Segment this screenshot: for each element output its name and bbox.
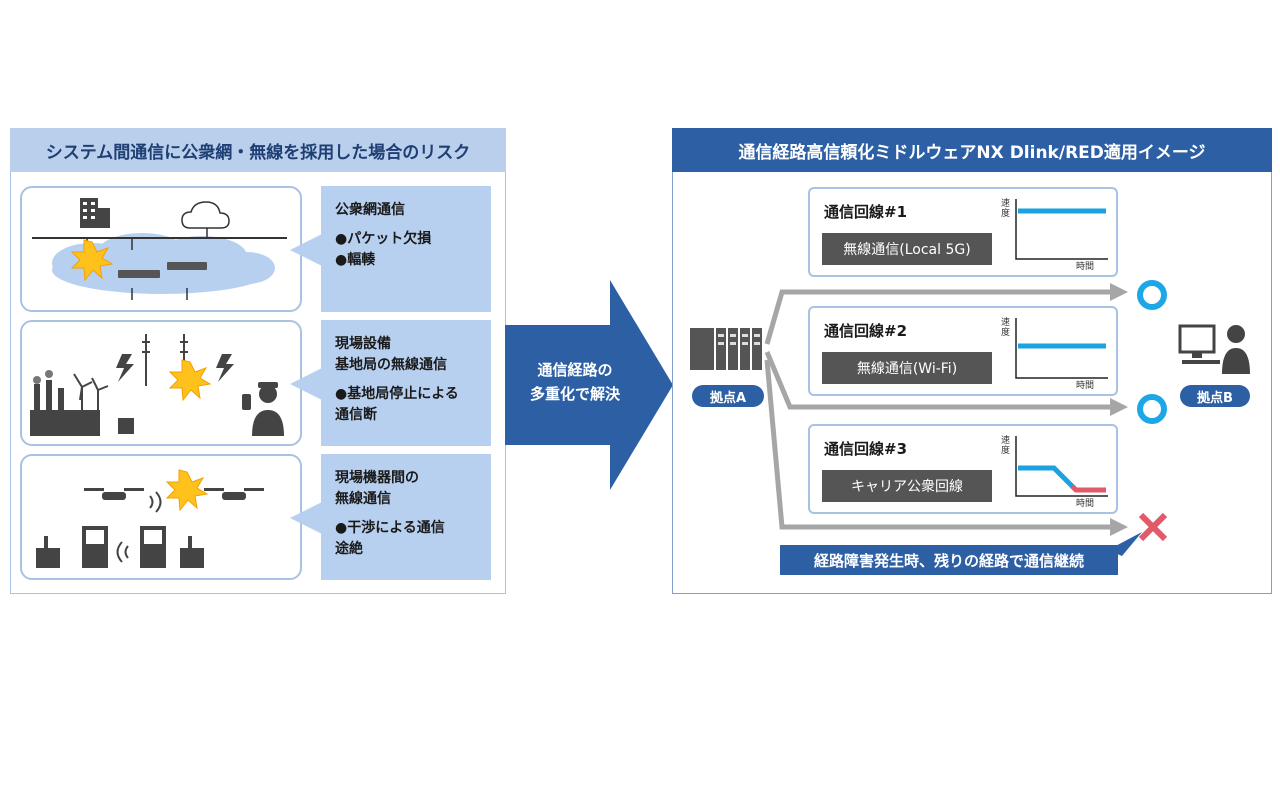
nx-dlink-panel-title: 通信経路高信頼化ミドルウェアNX Dlink/RED適用イメージ bbox=[672, 128, 1272, 172]
internet-cloud-icon bbox=[181, 201, 230, 229]
network-device-icon bbox=[118, 270, 160, 278]
site-a-label: 拠点A bbox=[692, 385, 764, 407]
comm-line-name: 通信回線#2 bbox=[824, 322, 908, 340]
risk-callout-public: 公衆網通信 ●パケット欠損 ●輻輳 bbox=[321, 186, 491, 312]
callout-pointer bbox=[290, 368, 322, 400]
base-station-illustration bbox=[30, 334, 284, 436]
solution-arrow-text: 通信経路の 多重化で解決 bbox=[529, 361, 620, 403]
comm-line-box-3: 通信回線#3 キャリア公衆回線 速 度 時間 bbox=[808, 424, 1118, 514]
comm-line-type: 無線通信(Wi-Fi) bbox=[822, 352, 992, 384]
failure-cross-icon bbox=[1138, 512, 1168, 542]
time-axis-label: 時間 bbox=[1076, 262, 1095, 272]
operator-pc-icon bbox=[1178, 324, 1250, 374]
success-ring-icon bbox=[1137, 280, 1167, 310]
risk-title: 現場設備 基地局の無線通信 bbox=[335, 336, 447, 373]
route-line-1 bbox=[764, 289, 1112, 345]
scene-device-wireless bbox=[20, 454, 302, 580]
server-rack-icon bbox=[690, 328, 762, 370]
route-line-3 bbox=[764, 359, 1112, 530]
speed-drop-line bbox=[1070, 484, 1106, 493]
drone-icon bbox=[84, 488, 264, 500]
comm-line-name: 通信回線#1 bbox=[824, 203, 908, 221]
scene-base-station bbox=[20, 320, 302, 446]
comm-line-box-1: 通信回線#1 無線通信(Local 5G) 速 度 時間 bbox=[808, 187, 1118, 277]
speed-graph bbox=[1015, 318, 1108, 379]
risk-bullet: ●基地局停止による 通信断 bbox=[335, 386, 459, 423]
solution-arrow bbox=[505, 280, 673, 490]
comm-line-type: キャリア公衆回線 bbox=[822, 470, 992, 502]
comm-line-name: 通信回線#3 bbox=[824, 440, 908, 458]
risk-bullet: ●輻輳 bbox=[335, 252, 376, 268]
speed-axis-label: 速 度 bbox=[1001, 436, 1011, 456]
failure-burst-icon bbox=[70, 239, 114, 282]
wind-turbine-icon bbox=[73, 373, 109, 414]
lightning-icon bbox=[116, 354, 134, 382]
speed-graph bbox=[1015, 436, 1108, 497]
time-axis-label: 時間 bbox=[1076, 381, 1095, 391]
comm-line-box-2: 通信回線#2 無線通信(Wi-Fi) 速 度 時間 bbox=[808, 306, 1118, 396]
speed-graph bbox=[1015, 199, 1108, 260]
network-device-icon bbox=[167, 262, 207, 270]
time-axis-label: 時間 bbox=[1076, 499, 1095, 509]
wireless-router-icon bbox=[118, 418, 134, 434]
comm-line-type: 無線通信(Local 5G) bbox=[822, 233, 992, 265]
callout-pointer bbox=[290, 502, 322, 534]
field-worker-icon bbox=[242, 382, 284, 436]
risk-title: 公衆網通信 bbox=[335, 202, 405, 218]
speed-line bbox=[1018, 465, 1076, 490]
site-b-label: 拠点B bbox=[1180, 385, 1250, 407]
risk-bullet: ●パケット欠損 bbox=[335, 231, 432, 247]
risk-callout-device: 現場機器間の 無線通信 ●干渉による通信 途絶 bbox=[321, 454, 491, 580]
speed-axis-label: 速 度 bbox=[1001, 318, 1011, 338]
building-icon bbox=[80, 198, 110, 228]
public-network-illustration bbox=[32, 198, 287, 300]
risk-callout-base-station: 現場設備 基地局の無線通信 ●基地局停止による 通信断 bbox=[321, 320, 491, 446]
failure-burst-icon bbox=[168, 359, 212, 402]
route-line-2 bbox=[764, 351, 1112, 410]
scene-public-network bbox=[20, 186, 302, 312]
speed-axis-label: 速 度 bbox=[1001, 199, 1011, 219]
failure-burst-icon bbox=[165, 469, 209, 512]
device-wireless-illustration bbox=[36, 469, 264, 568]
machine-icon bbox=[36, 526, 204, 568]
route-lines bbox=[764, 283, 1128, 536]
risk-panel-title: システム間通信に公衆網・無線を採用した場合のリスク bbox=[10, 128, 506, 172]
callout-pointer bbox=[290, 234, 322, 266]
factory-icon bbox=[30, 370, 100, 436]
failover-note: 経路障害発生時、残りの経路で通信継続 bbox=[780, 545, 1118, 575]
success-ring-icon bbox=[1137, 394, 1167, 424]
risk-bullet: ●干渉による通信 途絶 bbox=[335, 520, 445, 557]
lightning-icon bbox=[216, 354, 234, 382]
risk-title: 現場機器間の 無線通信 bbox=[335, 470, 419, 507]
